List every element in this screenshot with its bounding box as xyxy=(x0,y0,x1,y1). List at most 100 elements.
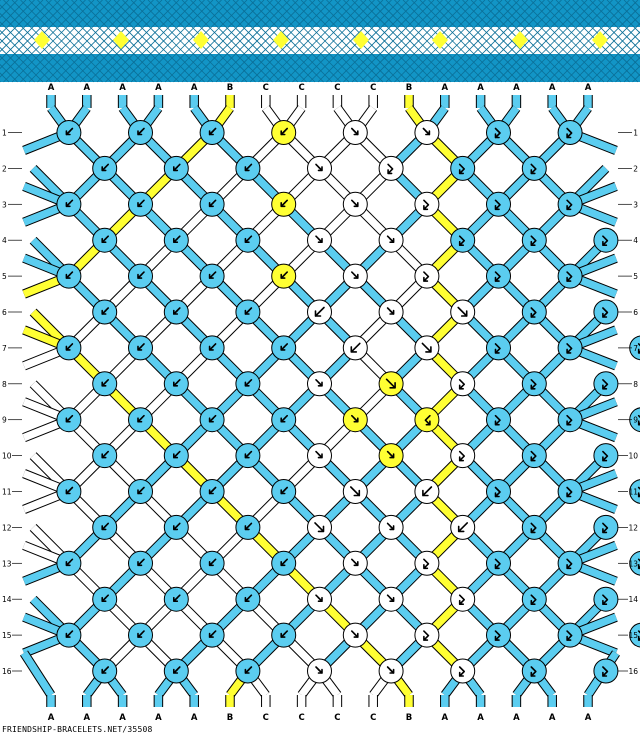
knot xyxy=(593,227,619,253)
knot xyxy=(450,299,476,325)
band-diamond-motif xyxy=(193,31,209,49)
backward-backward-knot-icon xyxy=(137,271,145,279)
row-number-left: 12 xyxy=(2,523,12,532)
forward-arrow-icon xyxy=(314,522,325,533)
backward-backward-knot-icon xyxy=(280,127,289,136)
forward-backward-knot-icon xyxy=(602,450,609,462)
forward-forward-knot-icon xyxy=(350,630,359,638)
forward-backward-knot-icon xyxy=(637,558,640,570)
row-number-right: 9 xyxy=(633,416,638,425)
knot xyxy=(128,335,153,361)
band-diamond-motif xyxy=(113,31,129,49)
backward-backward-knot-icon xyxy=(208,630,217,638)
string-top-label: B xyxy=(227,83,233,93)
row-number-right: 15 xyxy=(628,631,638,640)
knot xyxy=(92,443,118,469)
knot xyxy=(414,479,440,504)
knot xyxy=(163,586,189,612)
forward-forward-knot-icon xyxy=(315,378,323,387)
backward-backward-knot-icon xyxy=(280,271,289,279)
knot xyxy=(92,586,118,612)
forward-backward-knot-icon xyxy=(458,450,466,462)
backward-backward-knot-icon xyxy=(280,558,289,567)
knot xyxy=(450,227,476,253)
backward-backward-knot-icon xyxy=(280,486,289,495)
knot xyxy=(92,514,118,540)
forward-forward-knot-icon xyxy=(386,307,395,315)
backward-backward-knot-icon xyxy=(280,199,289,208)
knot xyxy=(128,120,153,145)
forward-backward-knot-icon xyxy=(566,630,573,641)
knot xyxy=(56,263,82,289)
forward-forward-knot-icon xyxy=(386,235,395,243)
forward-forward-knot-icon xyxy=(386,522,395,531)
row-number-right: 12 xyxy=(628,523,638,532)
backward-backward-knot-icon xyxy=(244,522,253,531)
string-top-label: A xyxy=(48,83,55,93)
forward-forward-knot-icon xyxy=(315,235,323,243)
knot xyxy=(486,335,511,361)
knot xyxy=(128,407,153,433)
knot xyxy=(307,155,332,181)
backward-backward-knot-icon xyxy=(65,127,74,136)
knot xyxy=(342,407,368,433)
backward-backward-knot-icon xyxy=(208,343,217,351)
knot xyxy=(629,622,640,648)
knot xyxy=(414,550,440,576)
backward-backward-knot-icon xyxy=(137,343,145,351)
forward-backward-knot-icon xyxy=(458,235,466,246)
forward-backward-knot-icon xyxy=(530,163,537,175)
forward-backward-knot-icon xyxy=(458,163,466,175)
backward-backward-knot-icon xyxy=(280,343,289,351)
string-top-label: A xyxy=(155,83,162,93)
forward-forward-knot-icon xyxy=(315,666,323,674)
knot xyxy=(163,443,189,469)
backward-backward-knot-icon xyxy=(173,450,181,459)
backward-backward-knot-icon xyxy=(244,594,253,603)
knot xyxy=(163,371,189,397)
knot xyxy=(271,263,297,289)
backward-backward-knot-icon xyxy=(173,378,181,387)
knot xyxy=(486,191,511,217)
backward-backward-knot-icon xyxy=(208,199,217,208)
knot xyxy=(199,191,225,217)
string-top-label: A xyxy=(442,83,449,93)
backward-backward-knot-icon xyxy=(208,486,217,495)
string-bottom-label: A xyxy=(442,713,449,723)
band-diamond-motif xyxy=(592,31,608,49)
backward-backward-knot-icon xyxy=(65,558,74,567)
row-number-right: 13 xyxy=(628,559,638,568)
forward-forward-knot-icon xyxy=(386,450,395,459)
knot xyxy=(378,658,404,684)
forward-backward-knot-icon xyxy=(566,343,573,354)
forward-forward-knot-icon xyxy=(350,414,359,423)
forward-backward-knot-icon xyxy=(566,558,573,570)
knot xyxy=(557,191,583,217)
backward-backward-knot-icon xyxy=(173,666,181,674)
knot xyxy=(557,120,583,145)
backward-backward-knot-icon xyxy=(173,307,181,315)
forward-backward-knot-icon xyxy=(637,343,640,354)
string-top-label: A xyxy=(119,83,126,93)
forward-backward-knot-icon xyxy=(387,163,394,175)
knot xyxy=(557,263,583,289)
forward-backward-knot-icon xyxy=(494,343,501,354)
knot xyxy=(92,155,118,181)
knot xyxy=(307,514,332,540)
forward-backward-knot-icon xyxy=(602,378,609,390)
thread-segment xyxy=(20,651,55,698)
row-number-right: 1 xyxy=(633,129,638,138)
string-bottom-label: B xyxy=(406,713,412,723)
backward-backward-knot-icon xyxy=(137,630,145,638)
knot xyxy=(271,622,297,648)
row-number-right: 6 xyxy=(633,308,638,317)
knot xyxy=(557,479,583,504)
forward-forward-knot-icon xyxy=(386,666,395,674)
knot xyxy=(342,550,368,576)
knot xyxy=(128,550,153,576)
knot xyxy=(521,514,547,540)
